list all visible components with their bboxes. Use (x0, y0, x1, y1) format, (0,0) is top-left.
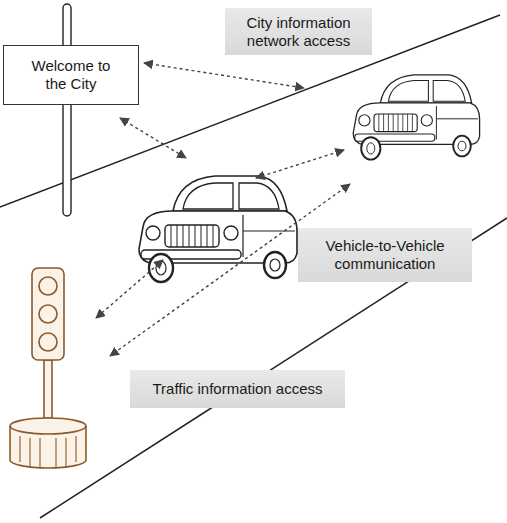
node-text: Vehicle-to-Vehicle communication (306, 237, 464, 273)
info-label: Vehicle-to-Vehicle communication (298, 228, 472, 282)
car (353, 75, 479, 160)
info-label: City information network access (225, 8, 372, 55)
traffic-light (10, 268, 86, 468)
city-sign: Welcome to the City (3, 45, 139, 105)
car (139, 176, 297, 282)
sign-post (63, 4, 71, 216)
communication-arrows (96, 63, 350, 356)
node-text: City information network access (233, 14, 364, 50)
node-text: Traffic information access (152, 380, 322, 398)
info-label: Traffic information access (130, 370, 345, 408)
node-text: Welcome to the City (22, 57, 120, 93)
